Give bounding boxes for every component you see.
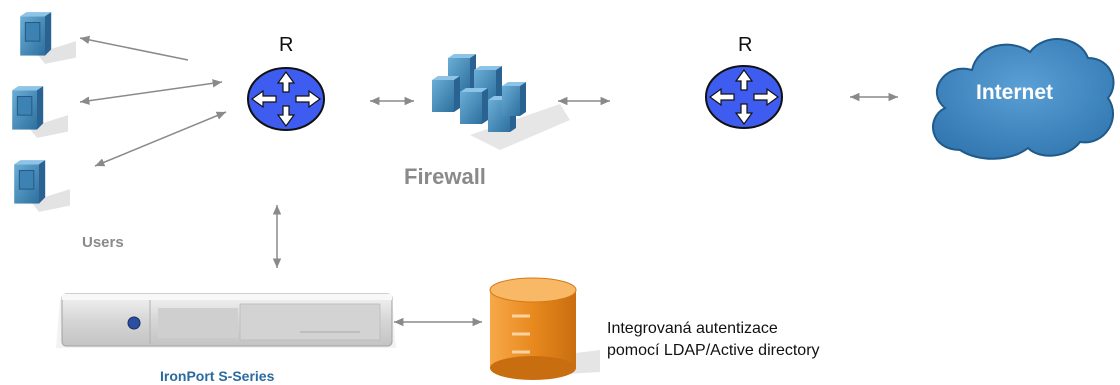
directory-label-line1: Integrovaná autentizace	[607, 320, 778, 337]
database-icon	[489, 277, 600, 380]
cloud-icon	[932, 38, 1115, 160]
router-icon	[247, 67, 325, 131]
router-icon	[705, 65, 783, 129]
firewall-icon	[432, 54, 570, 150]
user-arrow	[94, 111, 227, 167]
appliance-label: IronPort S-Series	[160, 368, 275, 384]
workstation-icon	[13, 160, 70, 212]
users-label: Users	[82, 234, 124, 251]
user-arrow	[79, 35, 189, 61]
router-label: R	[279, 34, 294, 56]
workstation-icon	[19, 12, 76, 64]
workstation-icon	[11, 86, 68, 138]
internet-label: Internet	[976, 81, 1054, 104]
user-arrow	[79, 79, 223, 105]
router-label: R	[738, 34, 753, 56]
directory-label-line2: pomocí LDAP/Active directory	[607, 342, 820, 359]
directory-label: Integrovaná autentizace pomocí LDAP/Acti…	[607, 318, 820, 362]
appliance-icon	[56, 293, 396, 348]
firewall-label: Firewall	[404, 164, 486, 189]
